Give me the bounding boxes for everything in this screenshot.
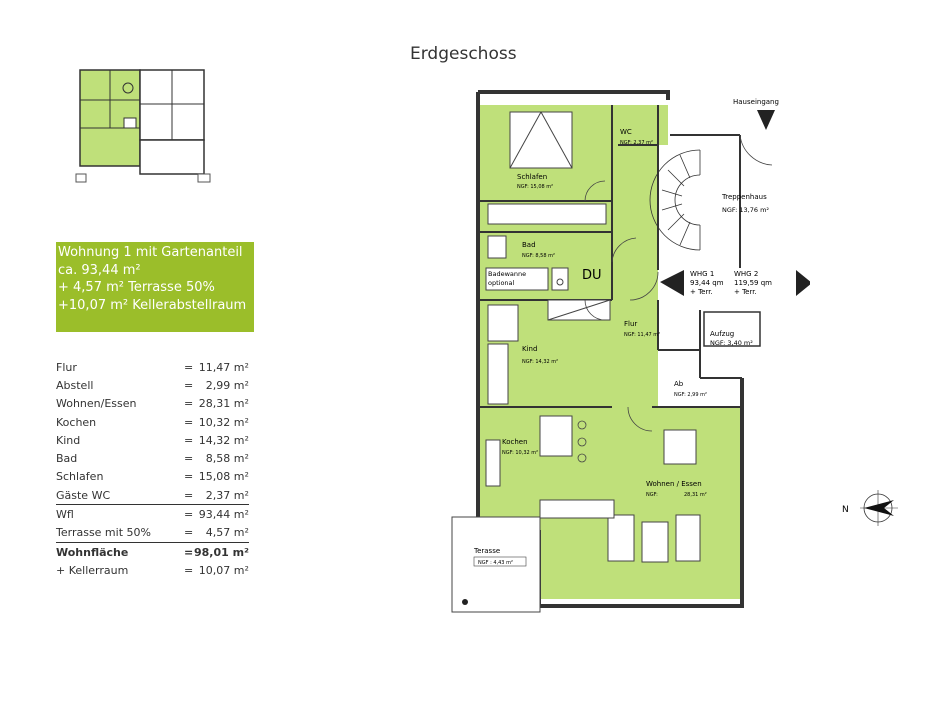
whg2-label-1: WHG 2 (734, 270, 758, 278)
flur-label: Flur (624, 320, 637, 328)
area-table: Flur=11,47 m² Abstell=2,99 m² Wohnen/Ess… (56, 358, 249, 580)
summary-line-2: ca. 93,44 m² (58, 262, 141, 278)
aufzug-label: Aufzug (710, 330, 734, 338)
area-row: + Kellerraum=10,07 m² (56, 563, 249, 577)
summary-line-1: Wohnung 1 mit Gartenanteil (58, 245, 243, 260)
kochen-label: Kochen (502, 438, 528, 446)
area-row-total: Wfl=93,44 m² (56, 504, 249, 524)
bad-label: Bad (522, 241, 536, 249)
wc-label: WC (620, 128, 632, 136)
treppenhaus-label: Treppenhaus (721, 193, 767, 201)
wohnen-label: Wohnen / Essen (646, 480, 702, 488)
area-row: Kochen=10,32 m² (56, 415, 249, 429)
kochen-area: NGF: 10,32 m² (502, 450, 538, 456)
kind-area: NGF: 14,32 m² (522, 359, 558, 365)
area-row: Schlafen=15,08 m² (56, 470, 249, 484)
treppenhaus-area: NGF: 13,76 m² (722, 206, 769, 214)
du-label: DU (582, 268, 602, 283)
badewanne-label-2: optional (488, 279, 515, 287)
ab-area: NGF: 2,99 m² (674, 392, 707, 398)
wohnen-area-prefix: NGF: (646, 492, 658, 498)
whg1-label-2: 93,44 qm (690, 279, 724, 287)
schlafen-area: NGF: 15,08 m² (517, 184, 553, 190)
terasse-label: Terasse (473, 547, 500, 555)
hauseingang-label: Hauseingang (733, 98, 779, 106)
schlafen-label: Schlafen (517, 173, 547, 181)
thumbnail-site-plan (72, 68, 214, 186)
summary-line-4: +10,07 m² Kellerabstellraum (58, 297, 247, 313)
aufzug-area: NGF: 3,40 m² (710, 339, 753, 347)
whg1-label-1: WHG 1 (690, 270, 714, 278)
terasse-area: NGF : 4,43 m² (478, 560, 513, 566)
whg1-label-3: + Terr. (690, 288, 713, 296)
wohnen-area: 28,31 m² (684, 492, 707, 498)
whg2-label-2: 119,59 qm (734, 279, 772, 287)
badewanne-label-1: Badewanne (488, 270, 526, 278)
area-row: Kind=14,32 m² (56, 433, 249, 447)
summary-line-3: + 4,57 m² Terrasse 50% (58, 280, 215, 295)
ab-label: Ab (674, 380, 684, 388)
apartment-summary-badge: Wohnung 1 mit Gartenanteil ca. 93,44 m² … (56, 242, 254, 332)
area-row: Gäste WC=2,37 m² (56, 488, 249, 502)
compass-north-label: N (842, 505, 849, 515)
area-row: Bad=8,58 m² (56, 452, 249, 466)
page-title: Erdgeschoss (410, 44, 517, 64)
kind-label: Kind (522, 345, 537, 353)
wc-area: NGF: 2,37 m² (620, 140, 653, 146)
area-row: Abstell=2,99 m² (56, 378, 249, 392)
whg2-label-3: + Terr. (734, 288, 757, 296)
flur-area: NGF: 11,47 m² (624, 332, 660, 338)
compass-icon: N (842, 490, 898, 526)
bad-area: NGF: 8,58 m² (522, 253, 555, 259)
floor-plan: Hauseingang Schlafen NGF: 15,08 m² WC NG… (451, 90, 810, 613)
area-row: Wohnen/Essen=28,31 m² (56, 397, 249, 411)
area-row: Terrasse mit 50%=4,57 m² (56, 526, 249, 540)
area-row: Flur=11,47 m² (56, 360, 249, 374)
area-row-living-space: Wohnfläche=98,01 m² (56, 541, 249, 562)
